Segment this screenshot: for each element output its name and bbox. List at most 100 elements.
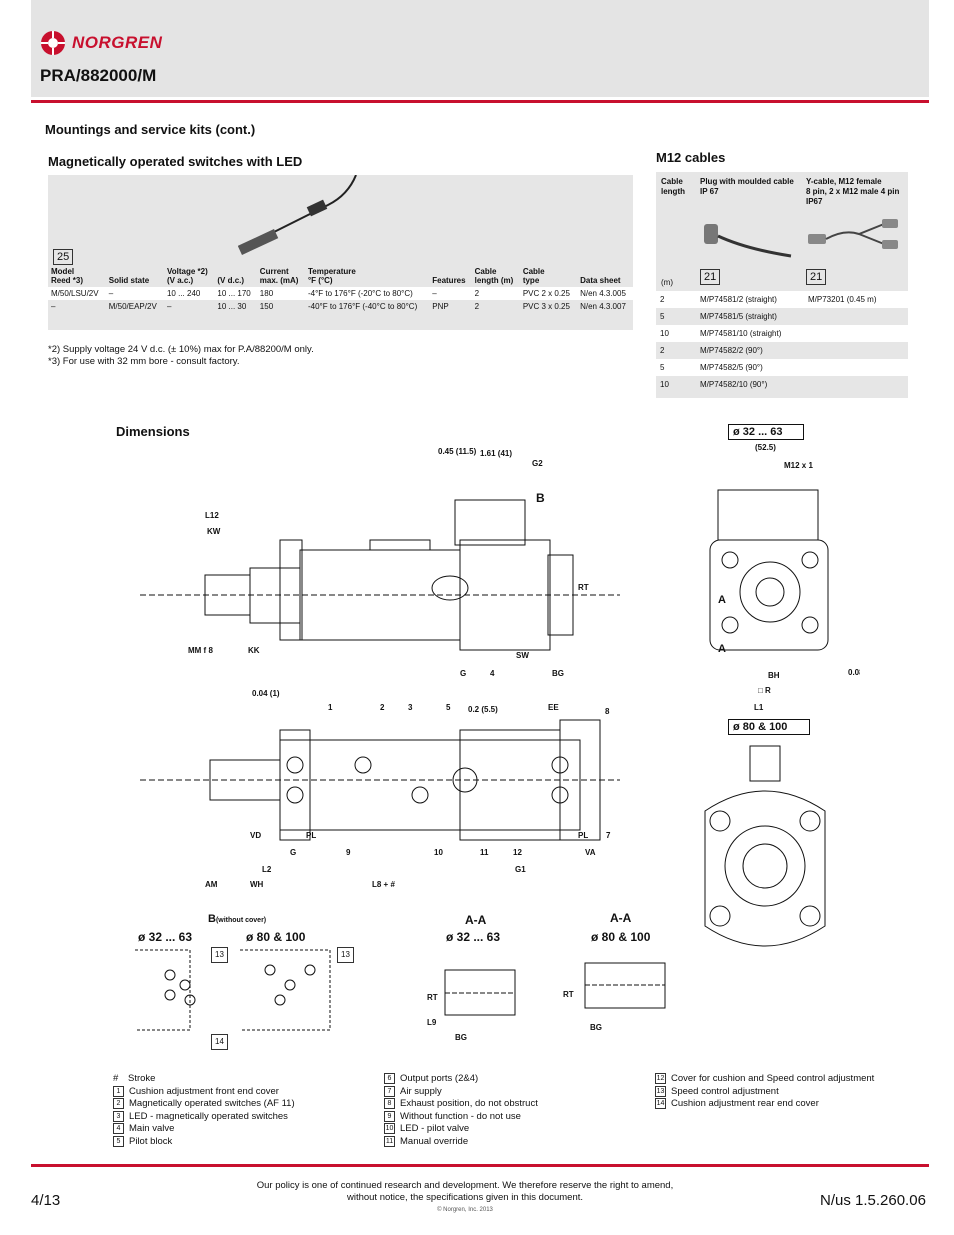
col-header: Solid state (108, 276, 150, 285)
dim-label: 10 (434, 848, 443, 857)
section-aa-small-label: A-A (465, 913, 487, 927)
dim-label: 1.61 (41) (480, 449, 512, 458)
table-cell: M/P74582/2 (90°) (700, 346, 763, 355)
col-header: Current max. (mA) (259, 267, 299, 285)
bore-label-large: ø 80 & 100 (728, 719, 810, 735)
table-cell (804, 325, 908, 342)
legend-text: LED - pilot valve (400, 1123, 470, 1135)
legend-text: Magnetically operated switches (AF 11) (129, 1098, 295, 1110)
image-ref-25: 25 (53, 249, 74, 265)
legend-num: 2 (113, 1098, 124, 1110)
cylinder-side-view-drawing: 0.45 (11.5) 1.61 (41) G2 L12 KW B RT MM … (140, 447, 620, 874)
ref-13: 13 (337, 947, 354, 963)
dim-label: VD (250, 831, 261, 840)
note-line: *3) For use with 32 mm bore - consult fa… (48, 356, 240, 367)
legend-num: 1 (113, 1085, 124, 1097)
page-number: 4/13 (31, 1192, 61, 1209)
table-cell: M/P74581/2 (straight) (700, 295, 777, 304)
brand-name: NORGREN (72, 33, 163, 52)
dim-label: RT (427, 993, 438, 1002)
legend-num: 5 (113, 1135, 124, 1147)
legend-num: 3 (113, 1110, 124, 1122)
table-header-row: Model Reed *3) Solid state Voltage *2) (… (48, 265, 633, 287)
legend-num: 6 (384, 1073, 395, 1084)
legend-item: #Stroke (113, 1073, 295, 1086)
b-view-letter: B (208, 913, 216, 925)
table-cell: 2 (474, 302, 480, 311)
col-header: Cable length (m) (474, 267, 514, 285)
dim-label: KW (207, 527, 221, 536)
dim-label: 0.08 (2) (848, 668, 860, 677)
section-title: Mountings and service kits (cont.) (45, 122, 256, 137)
legend-num: 9 (384, 1110, 395, 1122)
table-cell: – (51, 302, 56, 311)
note-line: *2) Supply voltage 24 V d.c. (± 10%) max… (48, 344, 314, 355)
dim-label-am: AM (205, 880, 218, 889)
footer-divider (31, 1164, 929, 1167)
ref-14: 14 (211, 1034, 228, 1050)
legend-num: 7 (384, 1085, 395, 1097)
dim-label: M12 x 1 (784, 461, 813, 470)
dim-label: A (718, 594, 726, 606)
legend-item: 5 Pilot block (113, 1135, 295, 1149)
table-cell: – (166, 302, 172, 311)
dim-label: PL (306, 831, 316, 840)
table-row: M/50/LSU/2V – 10 ... 240 10 ... 170 180 … (48, 287, 633, 300)
col-header: Voltage *2) (V a.c.) (166, 267, 208, 285)
section-aa-large-bore: ø 80 & 100 (591, 930, 651, 944)
table-cell: 10 ... 240 (166, 289, 201, 298)
table-cell: M/50/LSU/2V (51, 289, 99, 298)
dim-label: L12 (205, 511, 219, 520)
legend-item: 9 Without function - do not use (384, 1110, 538, 1124)
b-view-bore-large: ø 80 & 100 (246, 930, 306, 944)
norgren-logo: NORGREN (40, 30, 162, 56)
legend-num: 8 (384, 1098, 395, 1110)
legend-text: Cushion adjustment rear end cover (671, 1098, 819, 1110)
dim-label: L9 (427, 1018, 437, 1027)
table-cell: 10 (660, 380, 669, 389)
legend-text: Without function - do not use (400, 1110, 521, 1122)
dim-label: BG (455, 1033, 467, 1042)
y-cable-image (808, 219, 898, 249)
col-header: Model Reed *3) (51, 267, 84, 285)
section-aa-drawing: RT L9 BG RT BG (427, 962, 666, 1042)
dim-label: G2 (532, 459, 543, 468)
dim-label: L2 (262, 865, 272, 874)
cables-title: M12 cables (656, 150, 726, 165)
dim-label: 2 (380, 703, 385, 712)
table-cell (804, 308, 908, 325)
table-cell: PVC 2 x 0.25 (522, 289, 570, 298)
table-cell: M/P74582/5 (90°) (700, 363, 763, 372)
table-cell: N/en 4.3.005 (580, 289, 626, 298)
dim-label: 0.04 (1) (252, 689, 280, 698)
col-header: Features (432, 276, 466, 285)
col-header: (V d.c.) (217, 276, 245, 285)
dim-label: G (460, 669, 466, 678)
table-row: – M/50/EAP/2V – 10 ... 30 150 -40°F to 1… (48, 300, 633, 313)
table-cell: 10 (660, 329, 669, 338)
legend-text: Pilot block (129, 1135, 173, 1147)
legend-text: Output ports (2&4) (400, 1073, 479, 1085)
col-header: Temperature °F (°C) (307, 267, 356, 285)
dim-label: VA (585, 848, 596, 857)
dim-label: 0.45 (11.5) (438, 447, 477, 456)
table-cell: M/50/EAP/2V (108, 302, 157, 311)
table-cell: M/P74582/10 (90°) (700, 380, 768, 389)
dim-label: BH (768, 671, 780, 680)
dim-label: SW (516, 651, 529, 660)
switch-product-image (238, 175, 357, 255)
table-cell (804, 342, 908, 359)
cable-col-ycable: Y-cable, M12 female 8 pin, 2 x M12 male … (806, 177, 900, 206)
col-header: Cable type (522, 267, 545, 285)
legend-num: 10 (384, 1123, 395, 1135)
norgren-emblem-icon (41, 31, 65, 55)
